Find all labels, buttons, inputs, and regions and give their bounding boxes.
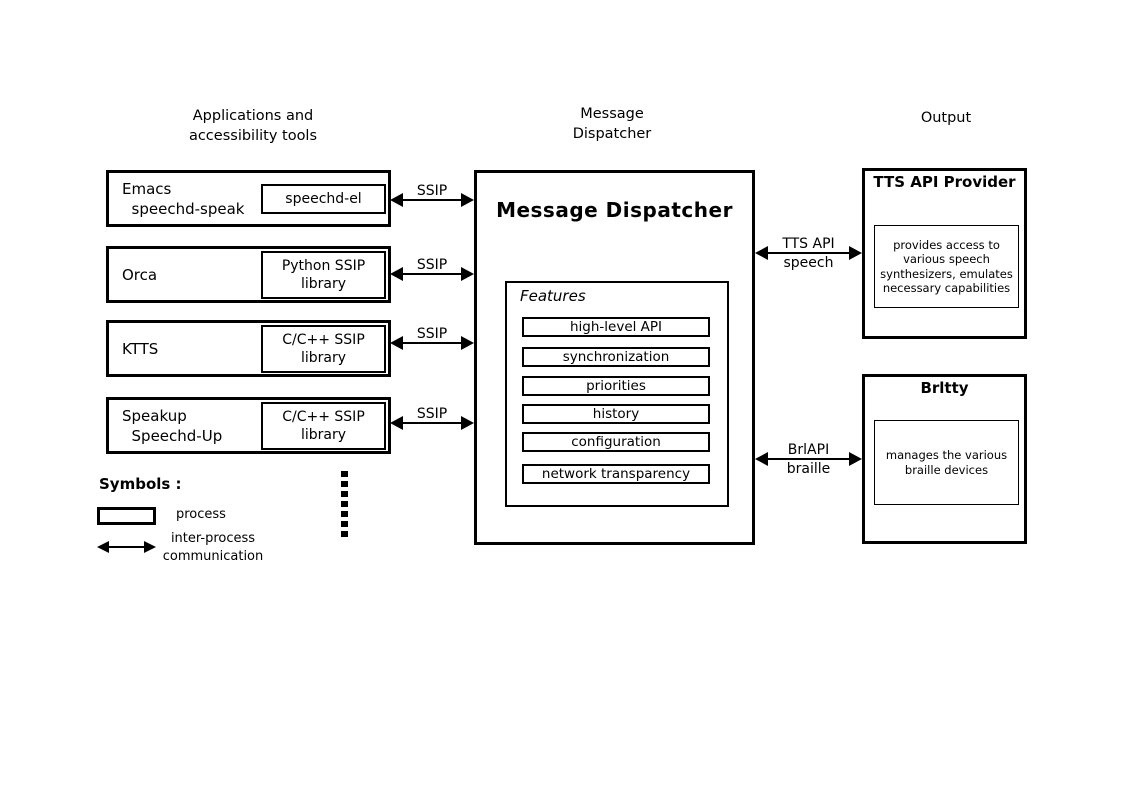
arrowhead-right-icon [144, 541, 156, 553]
column-heading-dispatcher: Message Dispatcher [572, 106, 652, 142]
tts-api-arrow: TTS API speech [755, 236, 862, 271]
arrowhead-right-icon [849, 246, 862, 260]
arrow-label-ssip: SSIP [416, 406, 448, 422]
arrow-label-ssip: SSIP [416, 257, 448, 273]
arrow-label-ssip: SSIP [416, 326, 448, 342]
library-box-c-ssip-1: C/C++ SSIP library [261, 324, 386, 373]
feature-item-priorities: priorities [522, 376, 710, 396]
arrowhead-left-icon [97, 541, 109, 553]
brltty-title: Brltty [920, 379, 969, 397]
app-name-speakup: Speakup Speechd-Up [122, 406, 223, 445]
arrow-label-brlapi: BrlAPI [787, 442, 830, 458]
arrowhead-right-icon [461, 416, 474, 430]
arrowhead-right-icon [461, 267, 474, 281]
arrow-label-ssip: SSIP [416, 183, 448, 199]
arrow-line [403, 342, 461, 344]
feature-item-history: history [522, 404, 710, 424]
process-box-ktts: KTTS C/C++ SSIP library [106, 320, 391, 377]
legend-process-box-icon [97, 507, 156, 525]
process-box-message-dispatcher: Message Dispatcher Features high-level A… [474, 170, 755, 545]
column-heading-output: Output [920, 110, 972, 126]
arrow-label-tts-api: TTS API [782, 236, 835, 252]
app-name-emacs: Emacs speechd-speak [122, 179, 245, 218]
feature-item-configuration: configuration [522, 432, 710, 452]
legend-inter-process-arrow-icon [97, 541, 156, 553]
app-name-ktts: KTTS [122, 339, 159, 358]
legend-ipc-label: inter-process communication [162, 531, 264, 564]
tts-api-provider-description: provides access to various speech synthe… [874, 225, 1019, 308]
arrow-line [768, 252, 849, 254]
arrow-line [403, 273, 461, 275]
process-box-orca: Orca Python SSIP library [106, 246, 391, 303]
library-box-python-ssip: Python SSIP library [261, 250, 386, 299]
process-box-tts-api-provider: TTS API Provider provides access to vari… [862, 168, 1027, 339]
library-box-speechd-el: speechd-el [261, 183, 386, 214]
arrowhead-left-icon [755, 452, 768, 466]
arrow-label-braille: braille [786, 461, 831, 477]
dispatcher-title: Message Dispatcher [496, 198, 733, 222]
process-box-emacs: Emacs speechd-speak speechd-el [106, 170, 391, 227]
feature-item-network-transparency: network transparency [522, 464, 710, 484]
legend-title: Symbols : [99, 475, 182, 493]
arrow-line [403, 422, 461, 424]
process-box-speakup: Speakup Speechd-Up C/C++ SSIP library [106, 397, 391, 454]
arrowhead-left-icon [390, 193, 403, 207]
arrowhead-right-icon [461, 193, 474, 207]
tts-api-provider-title: TTS API Provider [873, 173, 1016, 191]
app-name-orca: Orca [122, 265, 158, 284]
arrowhead-right-icon [849, 452, 862, 466]
arrow-line [403, 199, 461, 201]
ssip-arrow-speakup: SSIP [390, 406, 474, 430]
column-heading-applications: Applications and accessibility tools [188, 108, 318, 144]
arrowhead-right-icon [461, 336, 474, 350]
arrow-label-speech: speech [783, 255, 834, 271]
continuation-dotted-line [341, 471, 348, 537]
ssip-arrow-ktts: SSIP [390, 326, 474, 350]
arrow-line [768, 458, 849, 460]
brlapi-arrow: BrlAPI braille [755, 442, 862, 477]
arrowhead-left-icon [390, 416, 403, 430]
ssip-arrow-emacs: SSIP [390, 183, 474, 207]
arrowhead-left-icon [390, 336, 403, 350]
features-label: Features [520, 287, 586, 305]
library-box-c-ssip-2: C/C++ SSIP library [261, 401, 386, 450]
brltty-description: manages the various braille devices [874, 420, 1019, 505]
feature-item-high-level-api: high-level API [522, 317, 710, 337]
feature-item-synchronization: synchronization [522, 347, 710, 367]
features-box: Features high-level API synchronization … [505, 281, 729, 507]
arrowhead-left-icon [755, 246, 768, 260]
arrowhead-left-icon [390, 267, 403, 281]
arrow-line [109, 546, 144, 548]
ssip-arrow-orca: SSIP [390, 257, 474, 281]
process-box-brltty: Brltty manages the various braille devic… [862, 374, 1027, 544]
legend-process-label: process [176, 507, 226, 522]
